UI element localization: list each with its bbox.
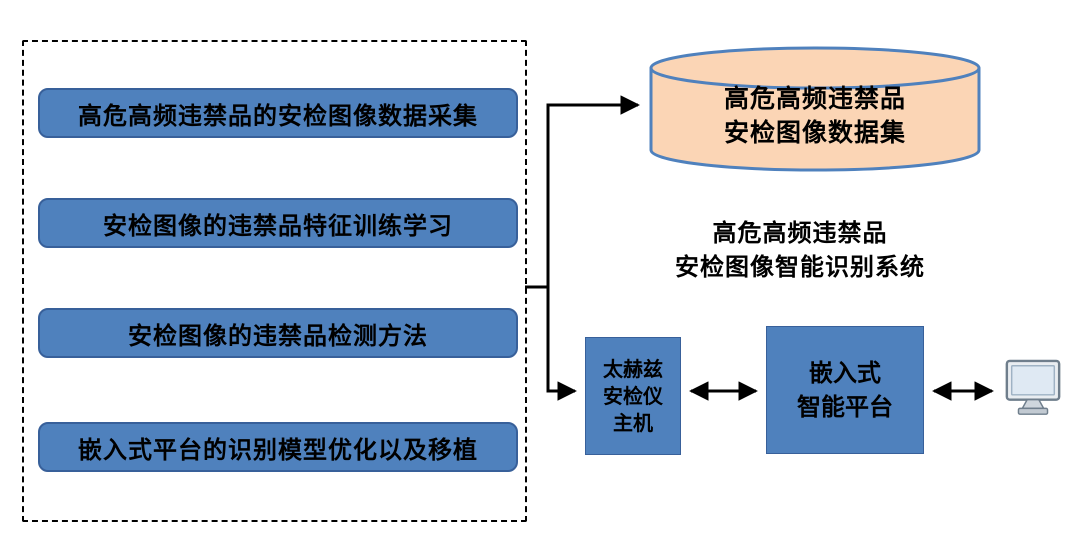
dataset-cylinder-label: 高危高频违禁品 安检图像数据集 bbox=[655, 82, 975, 150]
process-step-label: 安检图像的违禁品特征训练学习 bbox=[103, 211, 453, 240]
process-step-label: 安检图像的违禁品检测方法 bbox=[128, 321, 428, 350]
arrow-to-dataset bbox=[546, 95, 640, 287]
process-step-label: 高危高频违禁品的安检图像数据采集 bbox=[78, 101, 478, 130]
scanner-host-node: 太赫兹 安检仪 主机 bbox=[585, 337, 681, 455]
process-step-data-collection: 高危高频违禁品的安检图像数据采集 bbox=[38, 88, 518, 138]
scanner-host-line3: 主机 bbox=[613, 410, 653, 435]
embedded-platform-line1: 嵌入式 bbox=[809, 359, 881, 387]
system-title-line1: 高危高频违禁品 bbox=[712, 219, 888, 247]
monitor-icon bbox=[1002, 358, 1064, 420]
dataset-label-line1: 高危高频违禁品 bbox=[723, 84, 906, 113]
embedded-platform-node: 嵌入式 智能平台 bbox=[766, 326, 924, 454]
process-step-feature-training: 安检图像的违禁品特征训练学习 bbox=[38, 198, 518, 248]
process-step-model-porting: 嵌入式平台的识别模型优化以及移植 bbox=[38, 422, 518, 472]
scanner-host-line1: 太赫兹 bbox=[603, 356, 663, 381]
process-step-detection-method: 安检图像的违禁品检测方法 bbox=[38, 308, 518, 358]
arrow-to-scanner bbox=[546, 287, 577, 401]
system-title-line2: 安检图像智能识别系统 bbox=[675, 253, 925, 281]
process-group-frame bbox=[22, 40, 527, 522]
scanner-host-line2: 安检仪 bbox=[603, 383, 663, 408]
process-step-label: 嵌入式平台的识别模型优化以及移植 bbox=[78, 435, 478, 464]
dataset-label-line2: 安检图像数据集 bbox=[723, 118, 906, 147]
embedded-platform-line2: 智能平台 bbox=[797, 393, 893, 421]
system-title: 高危高频违禁品 安检图像智能识别系统 bbox=[630, 216, 970, 284]
